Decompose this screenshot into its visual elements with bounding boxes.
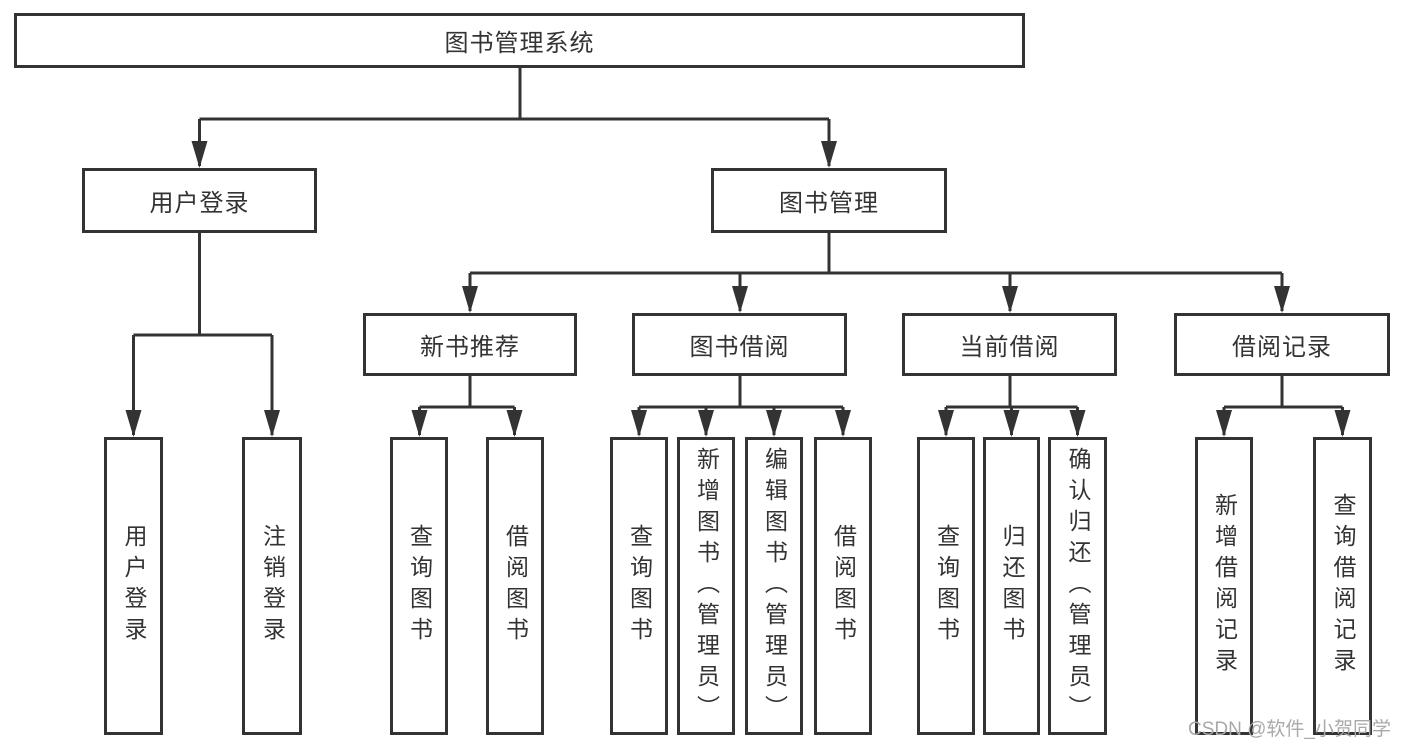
- node-confirm-return-admin: 确认归还（管理员）: [1048, 437, 1107, 735]
- node-book-management: 图书管理: [711, 168, 947, 233]
- node-book-borrowing: 图书借阅: [632, 313, 847, 376]
- node-query-books-1: 查询图书: [390, 437, 448, 735]
- node-user-login-leaf: 用户登录: [104, 437, 163, 735]
- connector-book-mgmt-to-groups: [468, 233, 1284, 311]
- connector-root-to-level2: [198, 68, 831, 166]
- node-borrow-books-2: 借阅图书: [814, 437, 872, 735]
- node-query-books-2: 查询图书: [610, 437, 668, 735]
- arrowheads: [125, 141, 1351, 437]
- node-user-login: 用户登录: [82, 168, 317, 233]
- node-return-books: 归还图书: [983, 437, 1040, 735]
- node-query-borrow-record: 查询借阅记录: [1313, 437, 1372, 735]
- connector-user-login-to-children: [132, 233, 274, 435]
- node-add-borrow-record: 新增借阅记录: [1195, 437, 1253, 735]
- node-borrow-records: 借阅记录: [1174, 313, 1390, 376]
- node-query-books-3: 查询图书: [917, 437, 975, 735]
- connector-borrow-record-to-children: [1222, 376, 1344, 435]
- connector-new-book-rec-to-children: [418, 376, 516, 435]
- node-borrow-books-1: 借阅图书: [486, 437, 544, 735]
- node-library-management-system: 图书管理系统: [14, 13, 1025, 68]
- csdn-watermark: CSDN @软件_小贺同学: [1188, 719, 1391, 740]
- connector-book-borrow-to-children: [637, 376, 845, 435]
- node-current-borrowing: 当前借阅: [902, 313, 1117, 376]
- node-edit-books-admin: 编辑图书（管理员）: [745, 437, 803, 735]
- node-logout-leaf: 注销登录: [242, 437, 302, 735]
- node-new-book-recommend: 新书推荐: [363, 313, 577, 376]
- node-add-books-admin: 新增图书（管理员）: [677, 437, 735, 735]
